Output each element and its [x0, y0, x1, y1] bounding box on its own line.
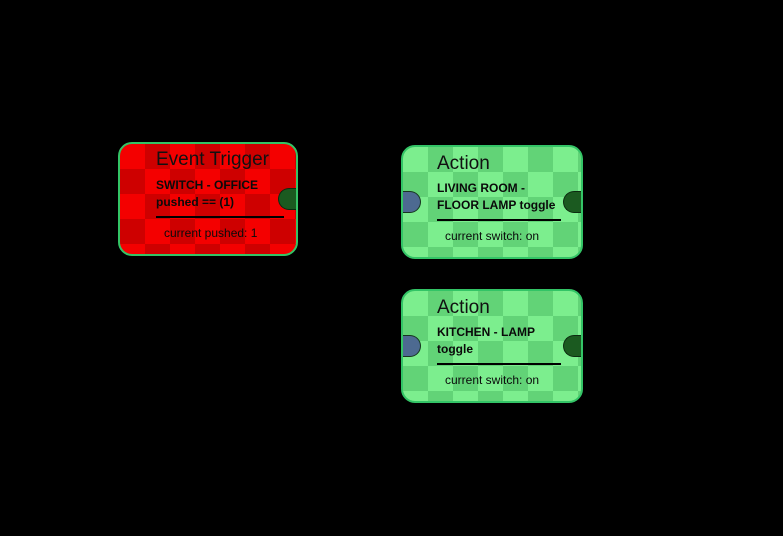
node-divider [437, 363, 561, 365]
node-device-label: LIVING ROOM - [437, 181, 525, 195]
output-port-icon[interactable] [563, 191, 581, 213]
output-port-icon[interactable] [563, 335, 581, 357]
node-divider [437, 219, 561, 221]
node-title: Event Trigger [156, 149, 269, 170]
node-body: Action LIVING ROOM - FLOOR LAMP toggle c… [403, 147, 581, 257]
node-device-label: SWITCH - OFFICE [156, 178, 258, 192]
node-title: Action [437, 297, 490, 318]
node-body: Action KITCHEN - LAMP toggle current swi… [403, 291, 581, 401]
node-body: Event Trigger SWITCH - OFFICE pushed == … [120, 144, 296, 254]
node-status-text: current pushed: 1 [164, 226, 258, 240]
node-device-label: KITCHEN - LAMP [437, 325, 535, 339]
node-event-trigger[interactable]: Event Trigger SWITCH - OFFICE pushed == … [118, 142, 298, 256]
input-port-icon[interactable] [403, 191, 421, 213]
node-status-text: current switch: on [445, 229, 540, 243]
input-port-icon[interactable] [403, 335, 421, 357]
node-condition-label: pushed == (1) [156, 194, 235, 209]
node-action-living-room[interactable]: Action LIVING ROOM - FLOOR LAMP toggle c… [401, 145, 583, 259]
node-title: Action [437, 153, 490, 174]
output-port-icon[interactable] [278, 188, 296, 210]
node-status-text: current switch: on [445, 373, 540, 387]
node-condition-label: toggle [437, 341, 473, 356]
node-divider [156, 216, 284, 218]
node-condition-label: FLOOR LAMP toggle [437, 197, 556, 212]
node-action-kitchen[interactable]: Action KITCHEN - LAMP toggle current swi… [401, 289, 583, 403]
